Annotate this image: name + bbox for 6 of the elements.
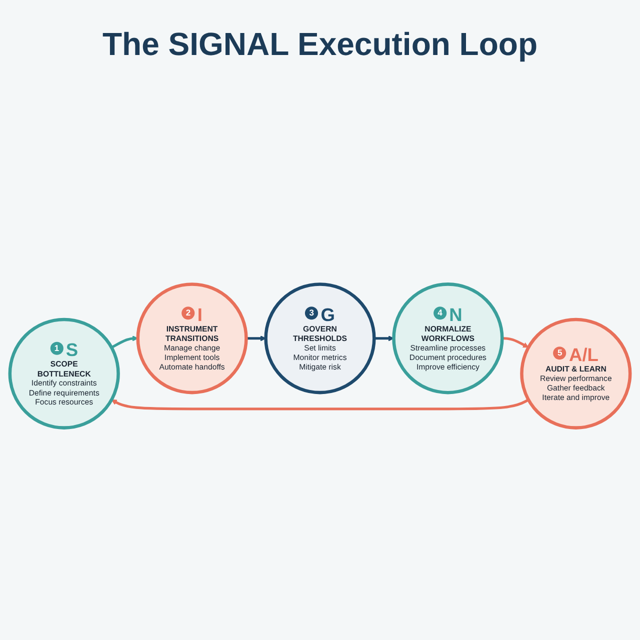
arrow <box>502 337 529 348</box>
arrow <box>246 336 266 342</box>
arrow <box>110 336 138 349</box>
arrow <box>374 336 394 342</box>
arrow <box>111 398 530 410</box>
title: The SIGNAL Execution Loop <box>102 26 538 63</box>
